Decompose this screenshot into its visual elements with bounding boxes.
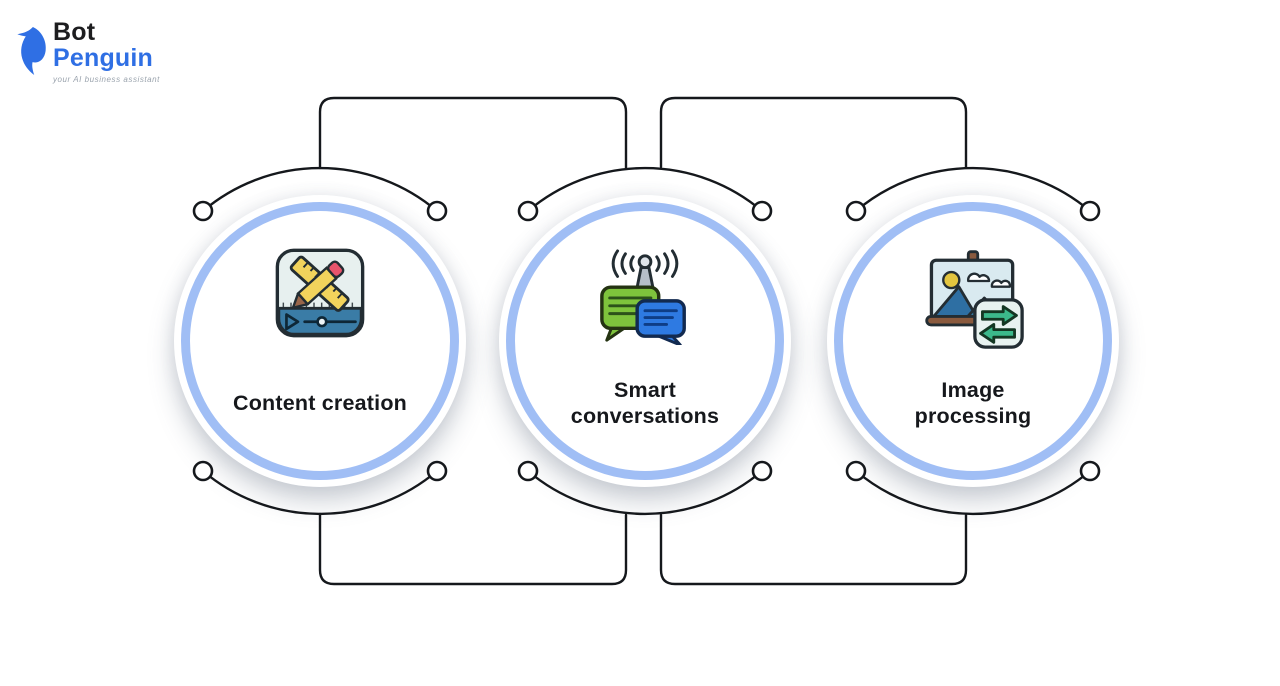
- node-image-processing: Image processing: [827, 195, 1119, 487]
- penguin-logo-icon: [17, 27, 46, 75]
- image-processing-icon: [925, 250, 1024, 349]
- node-label: Image processing: [914, 377, 1032, 428]
- bottom-bracket-1-2: [318, 512, 628, 586]
- endpoint-dot: [426, 460, 448, 482]
- endpoint-dot: [1079, 200, 1101, 222]
- endpoint-dot: [751, 200, 773, 222]
- bottom-bracket-2-3: [659, 513, 968, 586]
- endpoint-dot: [192, 460, 214, 482]
- node-ring: [834, 202, 1112, 480]
- top-bracket-1-2: [318, 96, 628, 170]
- node-content-creation: Content creation: [174, 195, 466, 487]
- endpoint-dot: [845, 460, 867, 482]
- brand-tagline: your AI business assistant: [53, 75, 160, 84]
- endpoint-dot: [192, 200, 214, 222]
- node-label: Content creation: [232, 390, 407, 415]
- brand-name-top: Bot: [53, 18, 96, 46]
- endpoint-dot: [517, 460, 539, 482]
- top-bracket-2-3: [659, 96, 968, 169]
- content-creation-icon: [275, 248, 365, 338]
- smart-conversations-icon: [600, 249, 686, 345]
- brand-name-bottom: Penguin: [53, 44, 154, 72]
- node-smart-conversations: Smart conversations: [499, 195, 791, 487]
- node-ring: [181, 202, 459, 480]
- endpoint-dot: [517, 200, 539, 222]
- endpoint-dot: [1079, 460, 1101, 482]
- brand-logo: Bot Penguin your AI business assistant: [16, 20, 160, 84]
- endpoint-dot: [751, 460, 773, 482]
- endpoint-dot: [426, 200, 448, 222]
- node-label: Smart conversations: [570, 377, 720, 428]
- endpoint-dot: [845, 200, 867, 222]
